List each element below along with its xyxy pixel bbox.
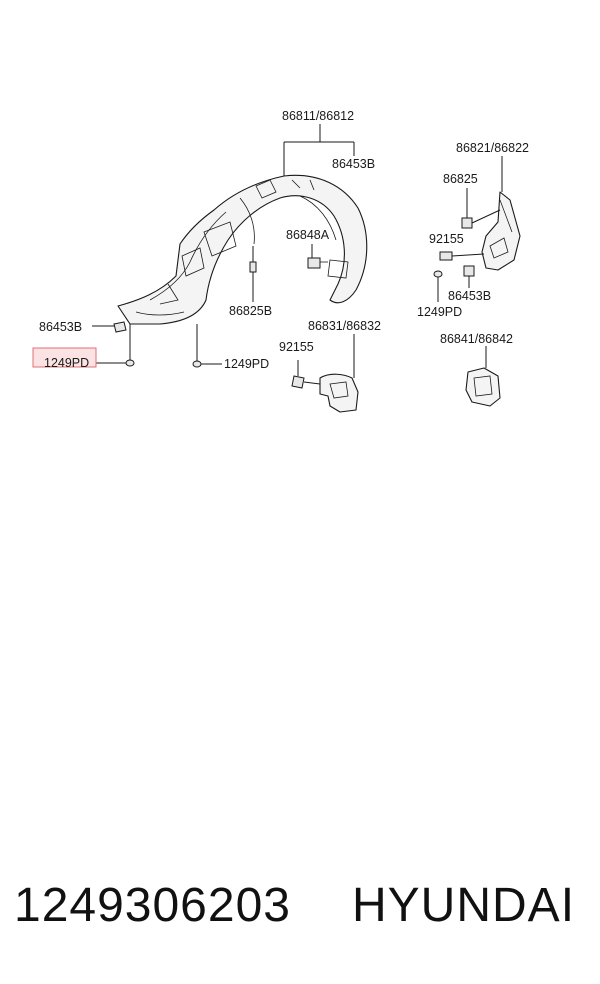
- part-labels: 86811/86812 86453B 86848A 86825B 86453B …: [39, 109, 529, 371]
- label-86825b: 86825B: [229, 304, 272, 318]
- mud-guard-bracket: [319, 373, 359, 413]
- label-86848a: 86848A: [286, 228, 330, 242]
- caption-bar: 1249306203 HYUNDAI: [0, 878, 600, 948]
- small-bracket: [465, 367, 501, 407]
- brand-name: HYUNDAI: [352, 879, 576, 932]
- screw-92155-mid: [291, 360, 321, 389]
- label-86453b-top: 86453B: [332, 157, 375, 171]
- label-86453b-left: 86453B: [39, 320, 82, 334]
- label-86453b-right: 86453B: [448, 289, 491, 303]
- screw-86825b: [249, 246, 257, 273]
- clip-86848a: [307, 257, 328, 269]
- side-bracket: [481, 191, 521, 271]
- label-1249pd-highlighted: 1249PD: [44, 356, 89, 370]
- wheel-house-liner: [117, 174, 368, 325]
- highlight-box: [32, 347, 97, 368]
- screw-86825: [461, 188, 501, 229]
- clip-86453b-left: [113, 321, 127, 333]
- screw-1249pd-right: [433, 270, 443, 302]
- label-86831: 86831/86832: [308, 319, 381, 333]
- label-92155-mid: 92155: [279, 340, 314, 354]
- screw-1249pd-left: [125, 356, 135, 367]
- label-1249pd-right: 1249PD: [417, 305, 462, 319]
- label-86825: 86825: [443, 172, 478, 186]
- label-86811: 86811/86812: [282, 109, 354, 123]
- label-92155-right: 92155: [429, 232, 464, 246]
- label-86841: 86841/86842: [440, 332, 513, 346]
- label-86821: 86821/86822: [456, 141, 529, 155]
- leader-lines: [92, 124, 503, 378]
- screw-1249pd-mid: [192, 356, 202, 368]
- clip-86453b-right: [463, 265, 475, 288]
- part-number: 1249306203: [14, 879, 291, 932]
- screw-92155-right: [439, 251, 485, 261]
- label-1249pd-mid: 1249PD: [224, 357, 269, 371]
